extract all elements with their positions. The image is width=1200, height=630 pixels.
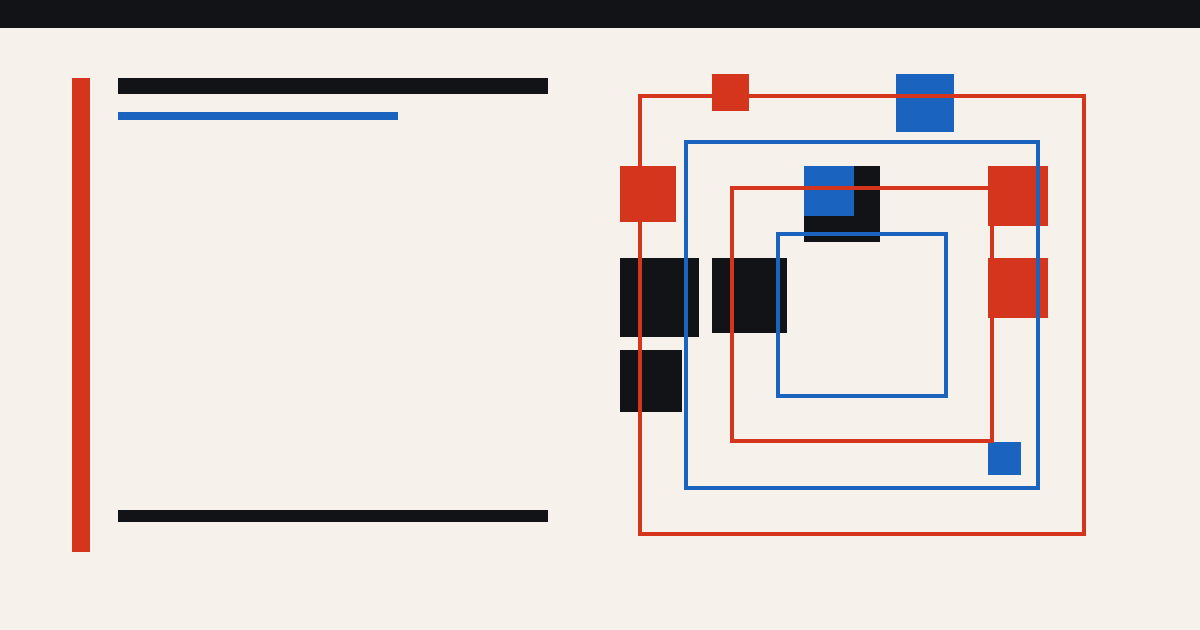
outer-red-frame	[638, 94, 1086, 536]
top-bar	[0, 0, 1200, 28]
blue-block-top	[896, 74, 954, 132]
inner-red-frame	[730, 186, 994, 443]
red-block-left	[620, 166, 676, 222]
subtitle-placeholder-bar	[118, 112, 398, 120]
geometric-composition	[620, 74, 1086, 536]
blue-block-center-top	[804, 166, 854, 216]
blue-block-bottom-right	[988, 442, 1021, 475]
black-block-left-small	[620, 350, 682, 412]
inner-blue-frame	[776, 232, 948, 398]
left-accent-bar	[72, 78, 90, 552]
outer-blue-frame	[684, 140, 1040, 490]
red-block-top	[712, 74, 749, 111]
footer-placeholder-bar	[118, 510, 548, 522]
title-placeholder-bar	[118, 78, 548, 94]
black-block-mid	[712, 258, 787, 333]
